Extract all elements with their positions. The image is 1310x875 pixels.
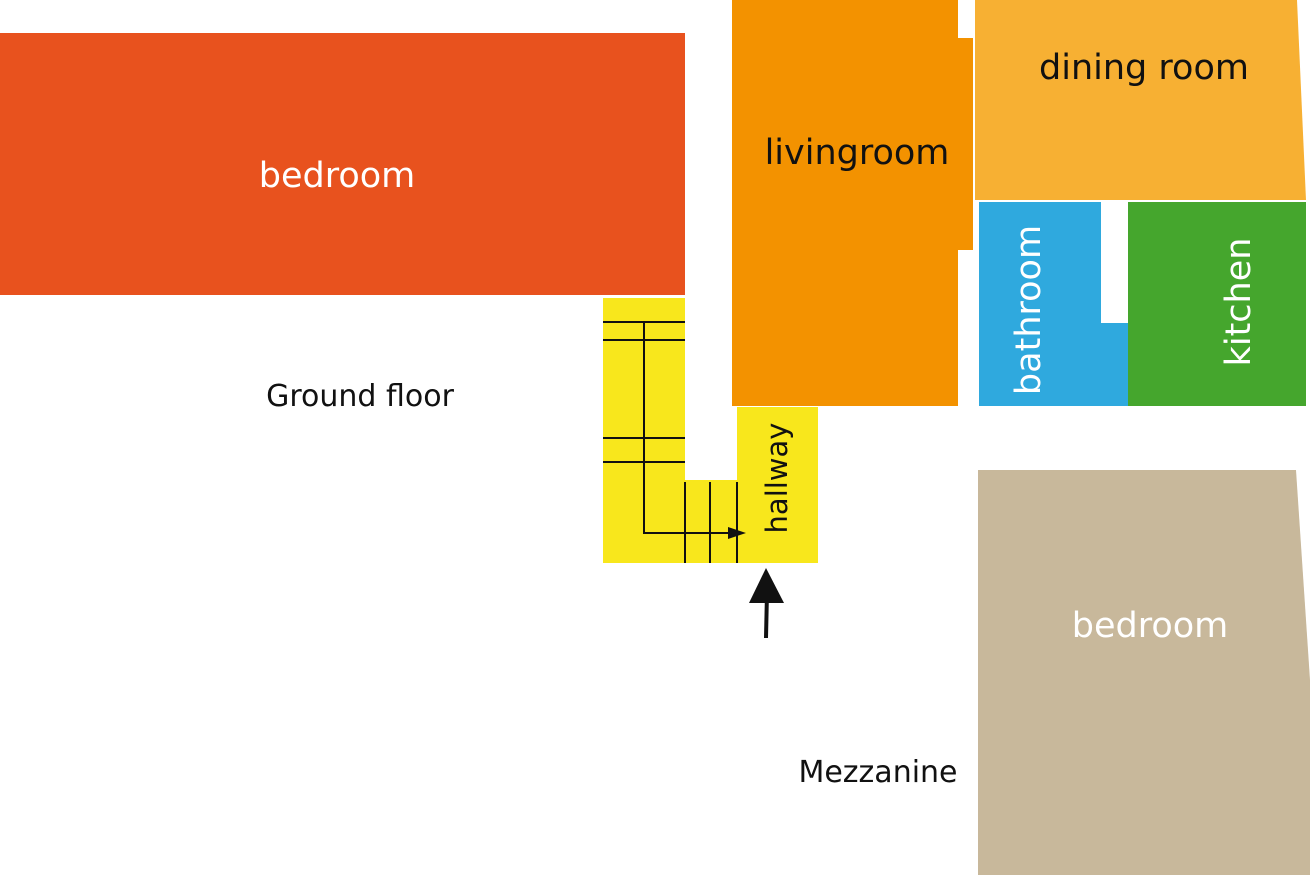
dining-room-label: dining room — [1039, 48, 1249, 88]
ground-floor-label: Ground floor — [266, 379, 454, 414]
hallway-shape — [603, 298, 818, 563]
bedroom-ground-label: bedroom — [259, 156, 416, 196]
bedroom-ground-shape — [0, 33, 685, 295]
kitchen-shape — [1128, 202, 1306, 406]
bathroom-shape — [979, 202, 1128, 406]
bedroom-mezzanine-label: bedroom — [1072, 606, 1229, 646]
staircase-icon — [603, 321, 746, 563]
kitchen-label: kitchen — [1219, 238, 1259, 367]
entrance-arrow-icon — [749, 568, 784, 639]
mezzanine-label: Mezzanine — [798, 755, 957, 790]
dining-room-shape — [975, 0, 1306, 200]
bathroom-label: bathroom — [1009, 225, 1049, 395]
livingroom-shape — [732, 0, 973, 406]
livingroom-label: livingroom — [765, 133, 950, 173]
bedroom-mezzanine-shape — [978, 470, 1310, 875]
hallway-label: hallway — [760, 423, 794, 534]
